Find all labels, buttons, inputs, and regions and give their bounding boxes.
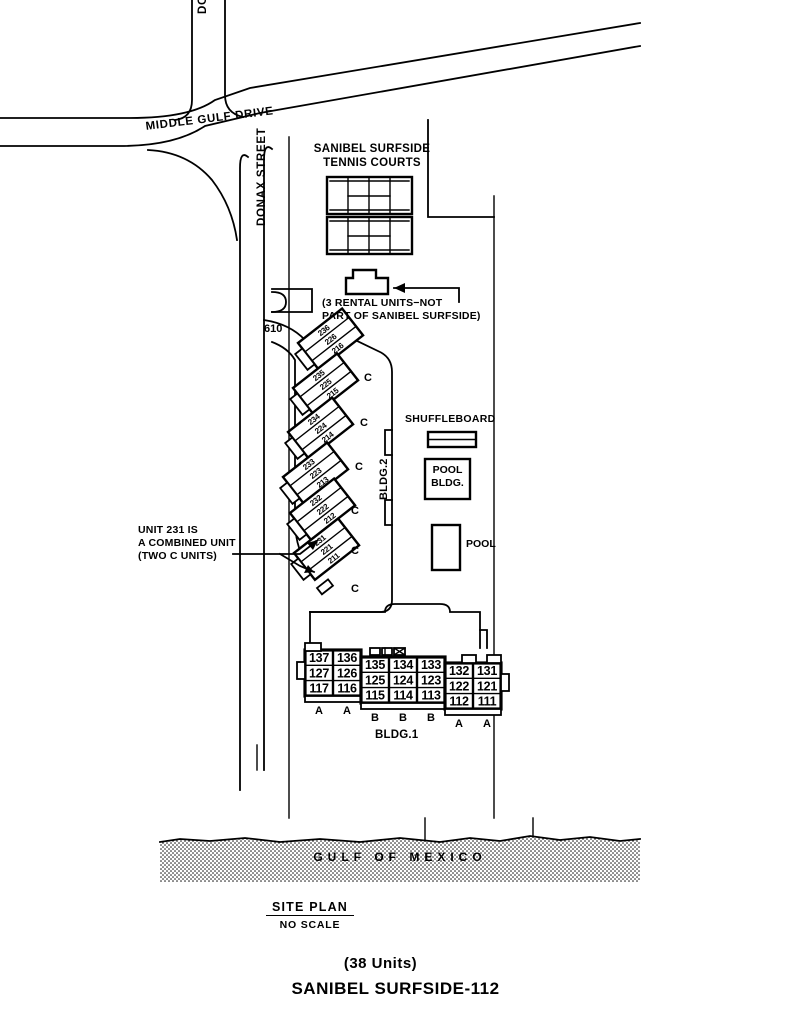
- combined-unit-note: UNIT 231 IS A COMBINED UNIT (TWO C UNITS…: [138, 524, 236, 563]
- svg-text:122: 122: [449, 679, 469, 693]
- title-block: (38 Units) SANIBEL SURFSIDE-112: [0, 955, 791, 999]
- svg-text:114: 114: [393, 689, 413, 703]
- north-property-line: [427, 119, 495, 218]
- tennis-courts-title: SANIBEL SURFSIDE TENNIS COURTS: [312, 142, 432, 170]
- site-plan-caption-title: SITE PLAN: [265, 900, 355, 916]
- svg-text:127: 127: [309, 666, 329, 680]
- swimming-pool: [430, 523, 462, 572]
- donax-street-lower: [239, 146, 274, 791]
- unit-count-label: (38 Units): [343, 955, 418, 972]
- rental-units-note: (3 RENTAL UNITS−NOT PART OF SANIBEL SURF…: [322, 297, 481, 323]
- combined-unit-note-line2: A COMBINED UNIT: [138, 537, 236, 549]
- building1-site-outline: [306, 603, 488, 649]
- svg-text:B: B: [399, 712, 407, 724]
- combined-unit-note-line1: UNIT 231 IS: [138, 524, 198, 536]
- middle-gulf-drive-road: [0, 21, 642, 147]
- svg-text:116: 116: [337, 682, 357, 696]
- rental-note-leader: [393, 283, 460, 303]
- svg-text:124: 124: [393, 673, 413, 687]
- svg-text:111: 111: [478, 695, 497, 709]
- svg-text:A: A: [315, 705, 323, 717]
- building2-type-c-5: C: [351, 545, 359, 557]
- site-plan-caption: SITE PLAN NO SCALE: [0, 898, 620, 931]
- gulf-of-mexico-label: GULF OF MEXICO: [313, 850, 487, 864]
- svg-text:132: 132: [449, 664, 469, 678]
- building2-block-3: 234 224 214: [283, 395, 355, 461]
- building1-label: BLDG.1: [375, 729, 419, 741]
- tennis-courts-title-line2: TENNIS COURTS: [323, 157, 421, 169]
- shuffleboard-court: [426, 430, 478, 449]
- rental-units-note-line1: (3 RENTAL UNITS−NOT: [322, 297, 443, 309]
- building2-type-c-6: C: [351, 583, 359, 595]
- combined-unit-note-line3: (TWO C UNITS): [138, 550, 218, 562]
- svg-text:A: A: [455, 718, 463, 730]
- combined-unit-leader: [232, 538, 320, 574]
- svg-text:126: 126: [337, 666, 357, 680]
- site-plan-caption-scale: NO SCALE: [279, 919, 341, 931]
- address-number-610: 610: [264, 323, 283, 335]
- svg-text:131: 131: [477, 664, 497, 678]
- page-title: SANIBEL SURFSIDE-112: [291, 979, 500, 998]
- building2-type-c-1: C: [364, 372, 372, 384]
- svg-text:137: 137: [309, 651, 329, 665]
- building2-type-c-2: C: [360, 417, 368, 429]
- svg-text:B: B: [371, 712, 379, 724]
- gulf-of-mexico-water: [158, 817, 641, 882]
- building2-type-c-3: C: [355, 461, 363, 473]
- svg-text:121: 121: [477, 679, 497, 693]
- shuffleboard-label: SHUFFLEBOARD: [405, 413, 496, 425]
- building2-block-2: 235 225 215: [288, 351, 360, 417]
- building2-stair-south: [315, 578, 335, 596]
- driveway-loop: [262, 288, 313, 342]
- rental-units-note-line2: PART OF SANIBEL SURFSIDE): [322, 310, 481, 322]
- pool-building-label-line1: POOL: [432, 464, 463, 476]
- building2-block-1: 236 226 216: [293, 306, 365, 372]
- svg-text:134: 134: [393, 658, 413, 672]
- road-label-donax-street-lower: DONAX STREET: [256, 127, 268, 227]
- rental-units-building: [344, 268, 390, 296]
- svg-text:117: 117: [309, 682, 329, 696]
- svg-text:113: 113: [421, 689, 441, 703]
- tennis-courts-title-line1: SANIBEL SURFSIDE: [313, 143, 431, 155]
- svg-text:B: B: [427, 712, 435, 724]
- pool-label: POOL: [466, 538, 496, 550]
- svg-text:115: 115: [365, 689, 385, 703]
- road-label-donax-street-upper: DONAX STREET: [197, 0, 213, 14]
- donax-street-upper: [174, 0, 245, 121]
- building2-type-c-4: C: [351, 505, 359, 517]
- pool-building-label-line2: BLDG.: [431, 477, 464, 489]
- intersection-curves: [147, 149, 239, 242]
- building2-label: BLDG.2: [378, 458, 390, 500]
- building1: 137 127 117 136 126 116 135 125 115 134 …: [296, 642, 510, 730]
- svg-text:135: 135: [365, 658, 385, 672]
- svg-text:136: 136: [337, 651, 357, 665]
- svg-text:123: 123: [421, 673, 441, 687]
- pool-building: [423, 457, 472, 501]
- svg-text:A: A: [343, 705, 351, 717]
- svg-text:125: 125: [365, 673, 385, 687]
- svg-text:133: 133: [421, 658, 441, 672]
- building2-block-4: 233 223 213: [278, 440, 350, 506]
- svg-text:A: A: [483, 718, 491, 730]
- tennis-courts: [325, 175, 414, 256]
- svg-text:112: 112: [449, 695, 469, 709]
- pool-building-label: POOL BLDG.: [425, 464, 470, 490]
